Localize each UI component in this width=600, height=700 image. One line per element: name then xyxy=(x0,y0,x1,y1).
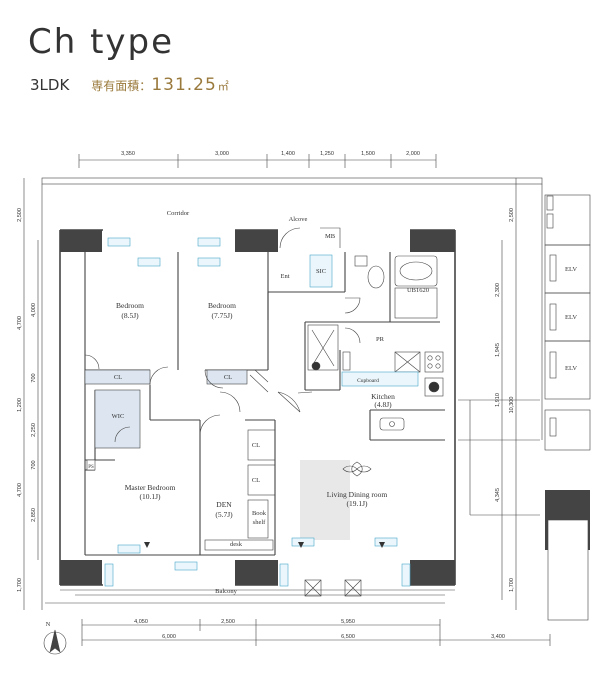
left-dimension-lines xyxy=(23,178,39,610)
label-shelf: shelf xyxy=(253,519,266,526)
room-master-name: Master Bedroom xyxy=(125,483,176,492)
room-den-size: (5.7J) xyxy=(215,510,233,519)
dim-left-1: 2,500 xyxy=(17,208,23,222)
dim-top-3: 1,400 xyxy=(281,151,295,157)
label-cl-2: CL xyxy=(224,374,232,381)
room-bedroom-1-name: Bedroom xyxy=(116,301,144,310)
dim-bottom-2: 2,500 xyxy=(221,619,235,625)
room-kitchen-size: (4.8J) xyxy=(374,400,392,409)
dim-left-inner-2: 700 xyxy=(31,373,37,382)
label-balcony: Balcony xyxy=(215,588,237,595)
plan-title: Ch type xyxy=(28,22,175,62)
room-den-name: DEN xyxy=(216,500,232,509)
outlet-markers xyxy=(144,542,385,548)
dim-bottom-3: 5,950 xyxy=(341,619,355,625)
dim-bottom-4: 6,000 xyxy=(162,634,176,640)
closets xyxy=(84,369,276,551)
dim-left-4: 4,700 xyxy=(17,483,23,497)
label-elv-1: ELV xyxy=(565,266,577,273)
label-mb: MB xyxy=(325,233,336,240)
layout-type: 3LDK xyxy=(30,76,70,94)
dim-top-1: 3,350 xyxy=(121,151,135,157)
right-dimension-lines xyxy=(501,178,517,610)
left-dimension-labels: 2,500 4,700 1,200 4,700 1,700 4,000 700 … xyxy=(17,208,37,592)
dim-left-3: 1,200 xyxy=(17,398,23,412)
plan-subtitle: 3LDK 専有面積：131.25㎡ xyxy=(30,75,229,95)
north-arrow xyxy=(43,629,67,655)
dim-left-2: 4,700 xyxy=(17,316,23,330)
label-cl-4: CL xyxy=(252,477,260,484)
bottom-dimension-labels: 4,050 2,500 5,950 6,000 6,500 3,400 xyxy=(134,619,505,640)
dim-left-inner-5: 2,850 xyxy=(31,508,37,522)
structural-columns xyxy=(60,230,455,585)
living-room-area xyxy=(300,460,372,540)
label-book: Book xyxy=(252,510,267,517)
label-elv-2: ELV xyxy=(565,314,577,321)
area-unit: ㎡ xyxy=(217,80,229,93)
dim-bottom-5: 6,500 xyxy=(341,634,355,640)
top-dimension-line xyxy=(78,154,437,168)
label-ps: PS xyxy=(88,465,94,470)
dim-right-1: 2,500 xyxy=(509,208,515,222)
dim-left-inner-1: 4,000 xyxy=(31,303,37,317)
area-label: 専有面積： xyxy=(91,79,152,93)
dim-bottom-1: 4,050 xyxy=(134,619,148,625)
label-elv-3: ELV xyxy=(565,365,577,372)
balcony xyxy=(60,579,455,597)
label-cl-3: CL xyxy=(252,442,260,449)
room-kitchen-name: Kitchen xyxy=(371,392,395,401)
bathroom-fixtures xyxy=(309,254,438,319)
dim-right-6: 4,345 xyxy=(495,488,501,502)
dim-right-7: 1,700 xyxy=(509,578,515,592)
room-ldk-name: Living Dining room xyxy=(327,490,388,499)
room-bedroom-1-size: (8.5J) xyxy=(121,311,139,320)
label-cupboard: Cupboard xyxy=(357,378,379,384)
right-dimension-labels: 2,500 2,300 1,945 1,910 10,300 4,345 1,7… xyxy=(495,208,515,592)
dim-left-inner-4: 700 xyxy=(31,460,37,469)
label-alcove: Alcove xyxy=(289,216,308,223)
label-desk: desk xyxy=(230,541,243,548)
label-sic: SIC xyxy=(316,268,326,275)
dim-right-3: 1,945 xyxy=(495,343,501,357)
corridor-outline xyxy=(41,177,543,610)
label-ub: UB1620 xyxy=(407,287,429,294)
label-corridor: Corridor xyxy=(167,210,190,217)
label-north: N xyxy=(46,621,51,628)
room-ldk-size: (19.1J) xyxy=(346,499,368,508)
dim-right-5: 10,300 xyxy=(509,397,515,414)
room-bedroom-2-name: Bedroom xyxy=(208,301,236,310)
label-pr: PR xyxy=(376,336,385,343)
top-dimension-labels: 3,350 3,000 1,400 1,250 1,500 2,000 xyxy=(121,151,420,157)
dim-left-inner-3: 2,250 xyxy=(31,423,37,437)
dim-left-5: 1,700 xyxy=(17,578,23,592)
window-units xyxy=(104,237,411,587)
room-bedroom-2-size: (7.75J) xyxy=(211,311,233,320)
dim-top-6: 2,000 xyxy=(406,151,420,157)
label-cl-1: CL xyxy=(114,374,122,381)
bottom-dimension-lines xyxy=(81,619,551,646)
elevator-shafts xyxy=(544,194,591,621)
door-swings xyxy=(84,227,361,443)
kitchen-fixtures xyxy=(307,324,444,431)
dim-right-4: 1,910 xyxy=(495,393,501,407)
room-labels: Bedroom (8.5J) Bedroom (7.75J) Master Be… xyxy=(116,301,395,519)
dim-top-2: 3,000 xyxy=(215,151,229,157)
fixture-labels: Corridor Alcove MB Ent SIC UB1620 PR Cup… xyxy=(46,210,578,628)
dim-top-5: 1,500 xyxy=(361,151,375,157)
dim-bottom-6: 3,400 xyxy=(491,634,505,640)
dim-right-2: 2,300 xyxy=(495,283,501,297)
room-master-size: (10.1J) xyxy=(139,492,161,501)
label-ent: Ent xyxy=(280,273,289,280)
area-value: 131.25 xyxy=(151,75,217,95)
dim-top-4: 1,250 xyxy=(320,151,334,157)
label-wic: WIC xyxy=(112,413,125,420)
